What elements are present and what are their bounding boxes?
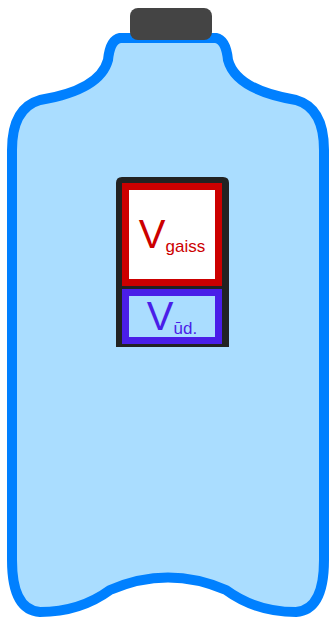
bottle-body — [12, 38, 324, 612]
bottle-cap — [130, 8, 212, 40]
volume-symbol: V — [139, 212, 166, 256]
measuring-frame — [116, 177, 229, 347]
water-volume-box: Vūd. — [122, 289, 222, 344]
volume-subscript: gaiss — [166, 237, 206, 256]
volume-label: Vgaiss — [139, 214, 205, 255]
volume-label: Vūd. — [147, 296, 197, 337]
volume-symbol: V — [147, 294, 174, 338]
air-volume-box: Vgaiss — [122, 183, 222, 286]
volume-subscript: ūd. — [174, 319, 198, 338]
